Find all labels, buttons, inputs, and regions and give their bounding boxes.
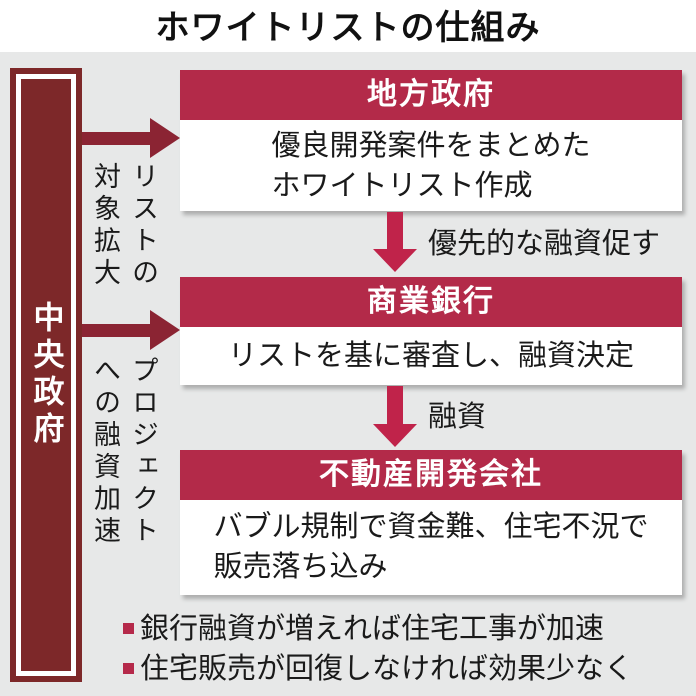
box-local-government-body: 優良開発案件をまとめた ホワイトリスト作成 — [180, 120, 682, 211]
arrow-head-icon — [373, 424, 417, 447]
box-commercial-banks: 商業銀行 リストを基に審査し、融資決定 — [180, 277, 682, 385]
label-financing: 融資 — [428, 401, 487, 433]
label-project-financing: プロジェクト への融資加速 — [90, 356, 158, 548]
notes-list: 銀行融資が増えれば住宅工事が加速 住宅販売が回復しなければ効果少なく — [123, 610, 633, 690]
box-real-estate-developers-text: バブル規制で資金難、住宅不況で 販売落ち込み — [213, 510, 649, 583]
arrow-head-icon — [150, 310, 180, 350]
box-real-estate-developers-header: 不動産開発会社 — [180, 450, 682, 500]
central-government-bar-inner-border — [16, 74, 76, 676]
arrow-preferential-financing — [373, 212, 417, 272]
box-local-government-text: 優良開発案件をまとめた ホワイトリスト作成 — [271, 129, 591, 202]
bullet-square-icon — [123, 623, 134, 634]
label-preferential-financing: 優先的な融資促す — [428, 228, 661, 260]
box-real-estate-developers-body: バブル規制で資金難、住宅不況で 販売落ち込み — [180, 500, 682, 595]
box-commercial-banks-body: リストを基に審査し、融資決定 — [180, 327, 682, 385]
box-real-estate-developers: 不動産開発会社 バブル規制で資金難、住宅不況で 販売落ち込み — [180, 450, 682, 595]
central-government-label: 中央政府 — [28, 301, 64, 449]
arrow-shaft — [82, 131, 150, 145]
note-item: 銀行融資が増えれば住宅工事が加速 — [123, 610, 633, 648]
arrow-head-icon — [150, 118, 180, 158]
note-text: 住宅販売が回復しなければ効果少なく — [140, 653, 634, 685]
box-commercial-banks-header: 商業銀行 — [180, 277, 682, 327]
arrow-shaft — [82, 323, 150, 337]
arrow-shaft — [387, 212, 403, 249]
note-item: 住宅販売が回復しなければ効果少なく — [123, 650, 633, 688]
arrow-head-icon — [373, 249, 417, 272]
arrow-shaft — [387, 386, 403, 424]
arrow-to-commercial-banks — [82, 310, 180, 350]
box-local-government: 地方政府 優良開発案件をまとめた ホワイトリスト作成 — [180, 70, 682, 211]
note-text: 銀行融資が増えれば住宅工事が加速 — [140, 613, 605, 645]
box-local-government-header: 地方政府 — [180, 70, 682, 120]
bullet-square-icon — [123, 663, 134, 674]
page-title: ホワイトリストの仕組み — [155, 9, 541, 47]
label-list-expansion: リストの 対象拡大 — [90, 162, 158, 290]
box-commercial-banks-text: リストを基に審査し、融資決定 — [227, 340, 634, 372]
arrow-to-local-government — [82, 118, 180, 158]
central-government-bar: 中央政府 — [10, 68, 82, 682]
arrow-financing — [373, 386, 417, 447]
